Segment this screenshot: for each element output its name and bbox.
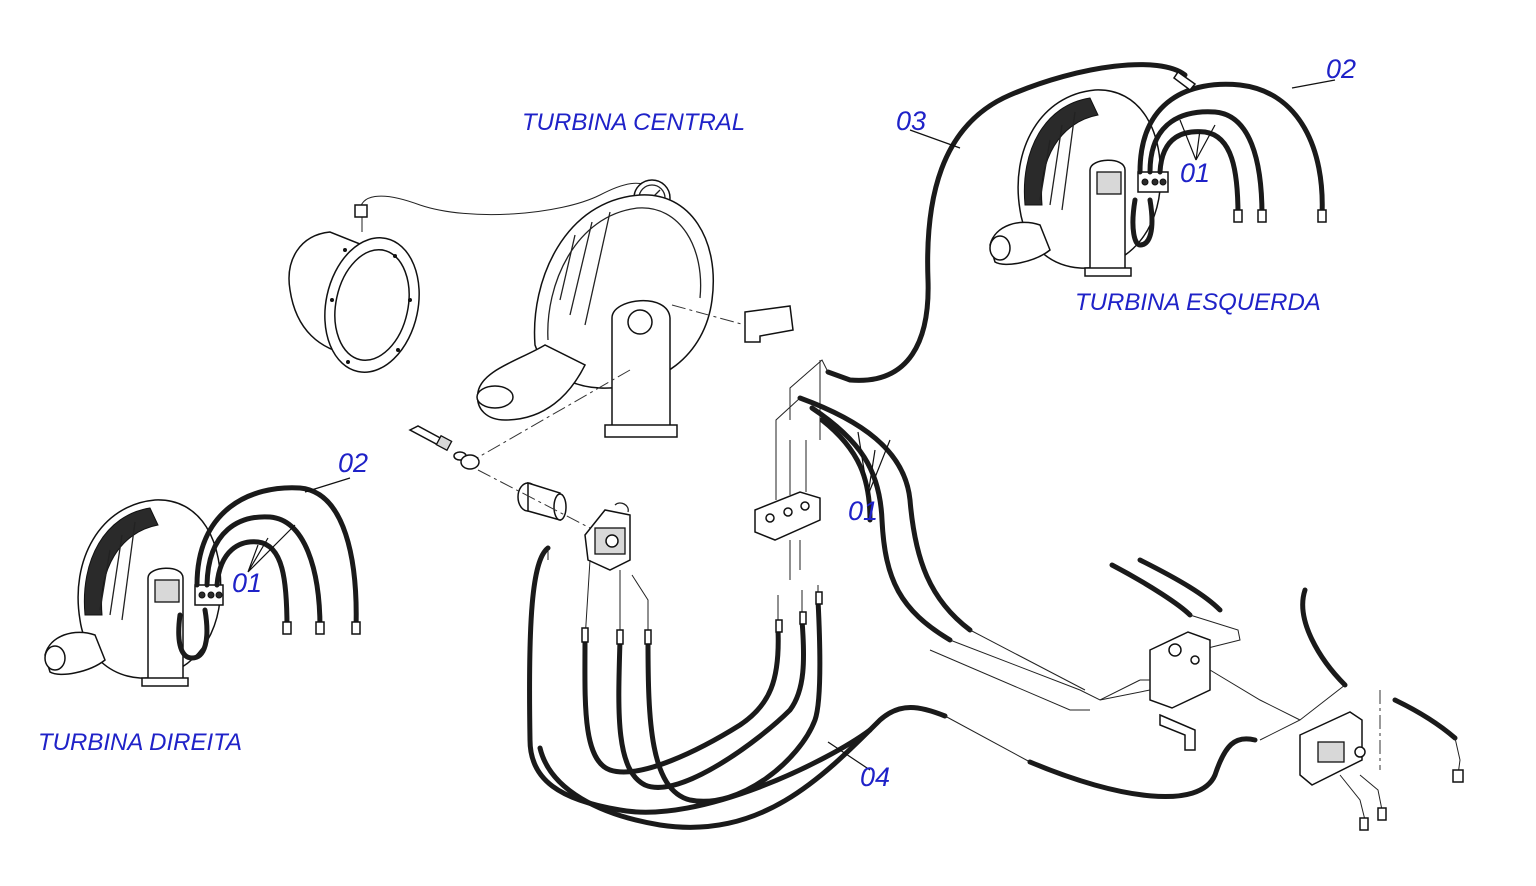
center-tubes-01 [754,359,1141,711]
callout-02-right-turbine: 02 [338,448,368,478]
gauge-line [359,182,653,216]
callout-leaders [247,79,1336,771]
central-turbine-inlet-flange [288,231,420,373]
label-turbina-esquerda: TURBINA ESQUERDA [1075,289,1321,316]
control-valve-block [1099,557,1301,751]
label-turbina-central: TURBINA CENTRAL [522,109,745,136]
outlet-valve-block [1259,587,1464,831]
callout-02-left-turbine: 02 [1326,54,1356,84]
motor-hoses [527,545,873,815]
callout-03: 03 [896,106,926,136]
left-turbine-assembly [989,81,1327,277]
central-hydraulic-motor [584,502,631,571]
hose-03 [825,62,1188,383]
callout-01-left-turbine: 01 [1180,158,1210,188]
right-turbine-assembly [44,485,361,687]
callout-01-right-turbine: 01 [232,568,262,598]
central-turbine-stand [604,299,678,438]
central-turbine-housing [476,194,714,421]
mounting-bracket [744,305,794,343]
bolt-and-washer [408,425,480,470]
callout-01-center: 01 [848,496,878,526]
hose-04 [537,705,948,830]
central-turbine-assembly [288,179,794,571]
label-turbina-direita: TURBINA DIREITA [38,729,242,756]
motor-hub [517,481,567,521]
callout-04: 04 [860,762,890,792]
